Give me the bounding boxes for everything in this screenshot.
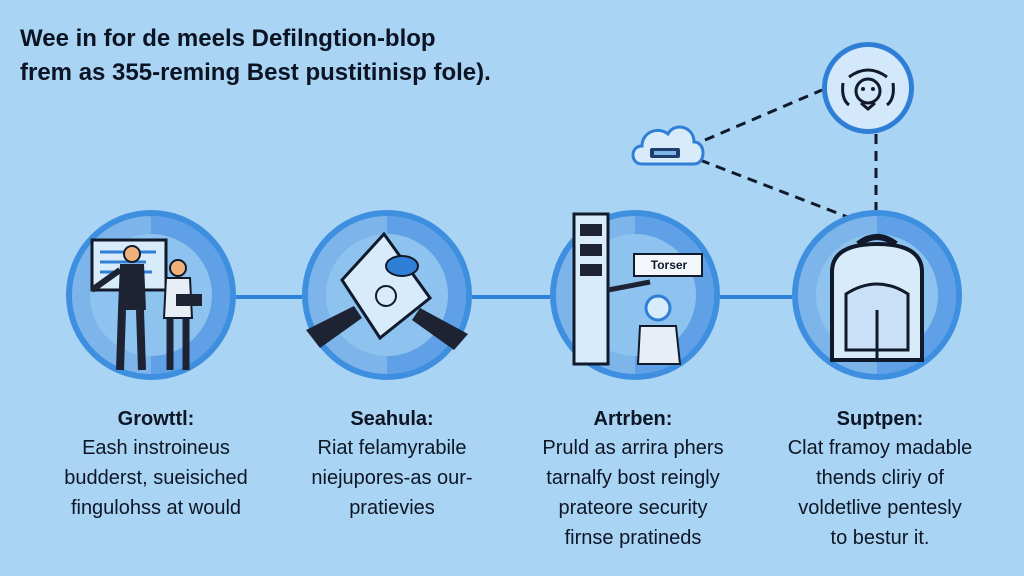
step-4-line-4: to bestur it. bbox=[830, 527, 930, 549]
backpack-icon bbox=[830, 234, 924, 362]
caption-step-4: Suptpen: Clat framoy madable thends clir… bbox=[760, 405, 1000, 553]
server-sign-label: Torser bbox=[650, 258, 688, 272]
caption-step-2: Seahula: Riat felamyrabile niejupores-as… bbox=[272, 405, 512, 523]
step-support-circle bbox=[792, 210, 962, 380]
step-3-title: Artrben: bbox=[593, 408, 673, 430]
step-3-line-2: tarnalfy bost reingly bbox=[546, 467, 720, 489]
step-1-line-3: fingulohss at would bbox=[70, 497, 242, 519]
step-4-line-3: voldetlive pentesly bbox=[798, 497, 962, 519]
step-4-title: Suptpen: bbox=[836, 408, 924, 430]
connector-3 bbox=[720, 295, 792, 299]
step-1-title: Growttl: bbox=[117, 408, 195, 430]
step-3-line-4: firnse pratineds bbox=[564, 527, 702, 549]
step-2-line-3: pratievies bbox=[349, 497, 435, 519]
handshake-document-icon bbox=[306, 231, 468, 350]
step-schedule-circle bbox=[302, 210, 472, 380]
headline: Wee in for de meels Defilngtion-blop fre… bbox=[20, 22, 640, 90]
server-person-icon bbox=[572, 212, 703, 366]
presenters-icon bbox=[90, 238, 202, 371]
step-3-line-3: prateore security bbox=[558, 497, 708, 519]
step-1-line-2: budderst, sueisiched bbox=[64, 467, 248, 489]
step-2-title: Seahula: bbox=[350, 408, 434, 430]
step-2-line-1: Riat felamyrabile bbox=[317, 437, 467, 459]
step-4-line-1: Clat framoy madable bbox=[787, 437, 973, 459]
step-3-line-1: Pruld as arrira phers bbox=[542, 437, 724, 459]
connector-2 bbox=[472, 295, 550, 299]
step-1-line-1: Eash instroineus bbox=[82, 437, 230, 459]
step-4-line-2: thends cliriy of bbox=[816, 467, 944, 489]
step-artrben-circle: Torser bbox=[550, 210, 720, 380]
connector-1 bbox=[236, 295, 302, 299]
step-2-line-2: niejupores-as our- bbox=[311, 467, 473, 489]
headline-line-2: frem as 355-reming Best pustitinisp fole… bbox=[20, 59, 491, 86]
step-growth-circle bbox=[66, 210, 236, 380]
cloud-icon bbox=[628, 118, 706, 172]
headline-line-1: Wee in for de meels Defilngtion-blop bbox=[20, 25, 436, 52]
network-node-icon bbox=[822, 42, 914, 134]
caption-step-1: Growttl: Eash instroineus budderst, suei… bbox=[36, 405, 276, 523]
caption-step-3: Artrben: Pruld as arrira phers tarnalfy … bbox=[513, 405, 753, 553]
